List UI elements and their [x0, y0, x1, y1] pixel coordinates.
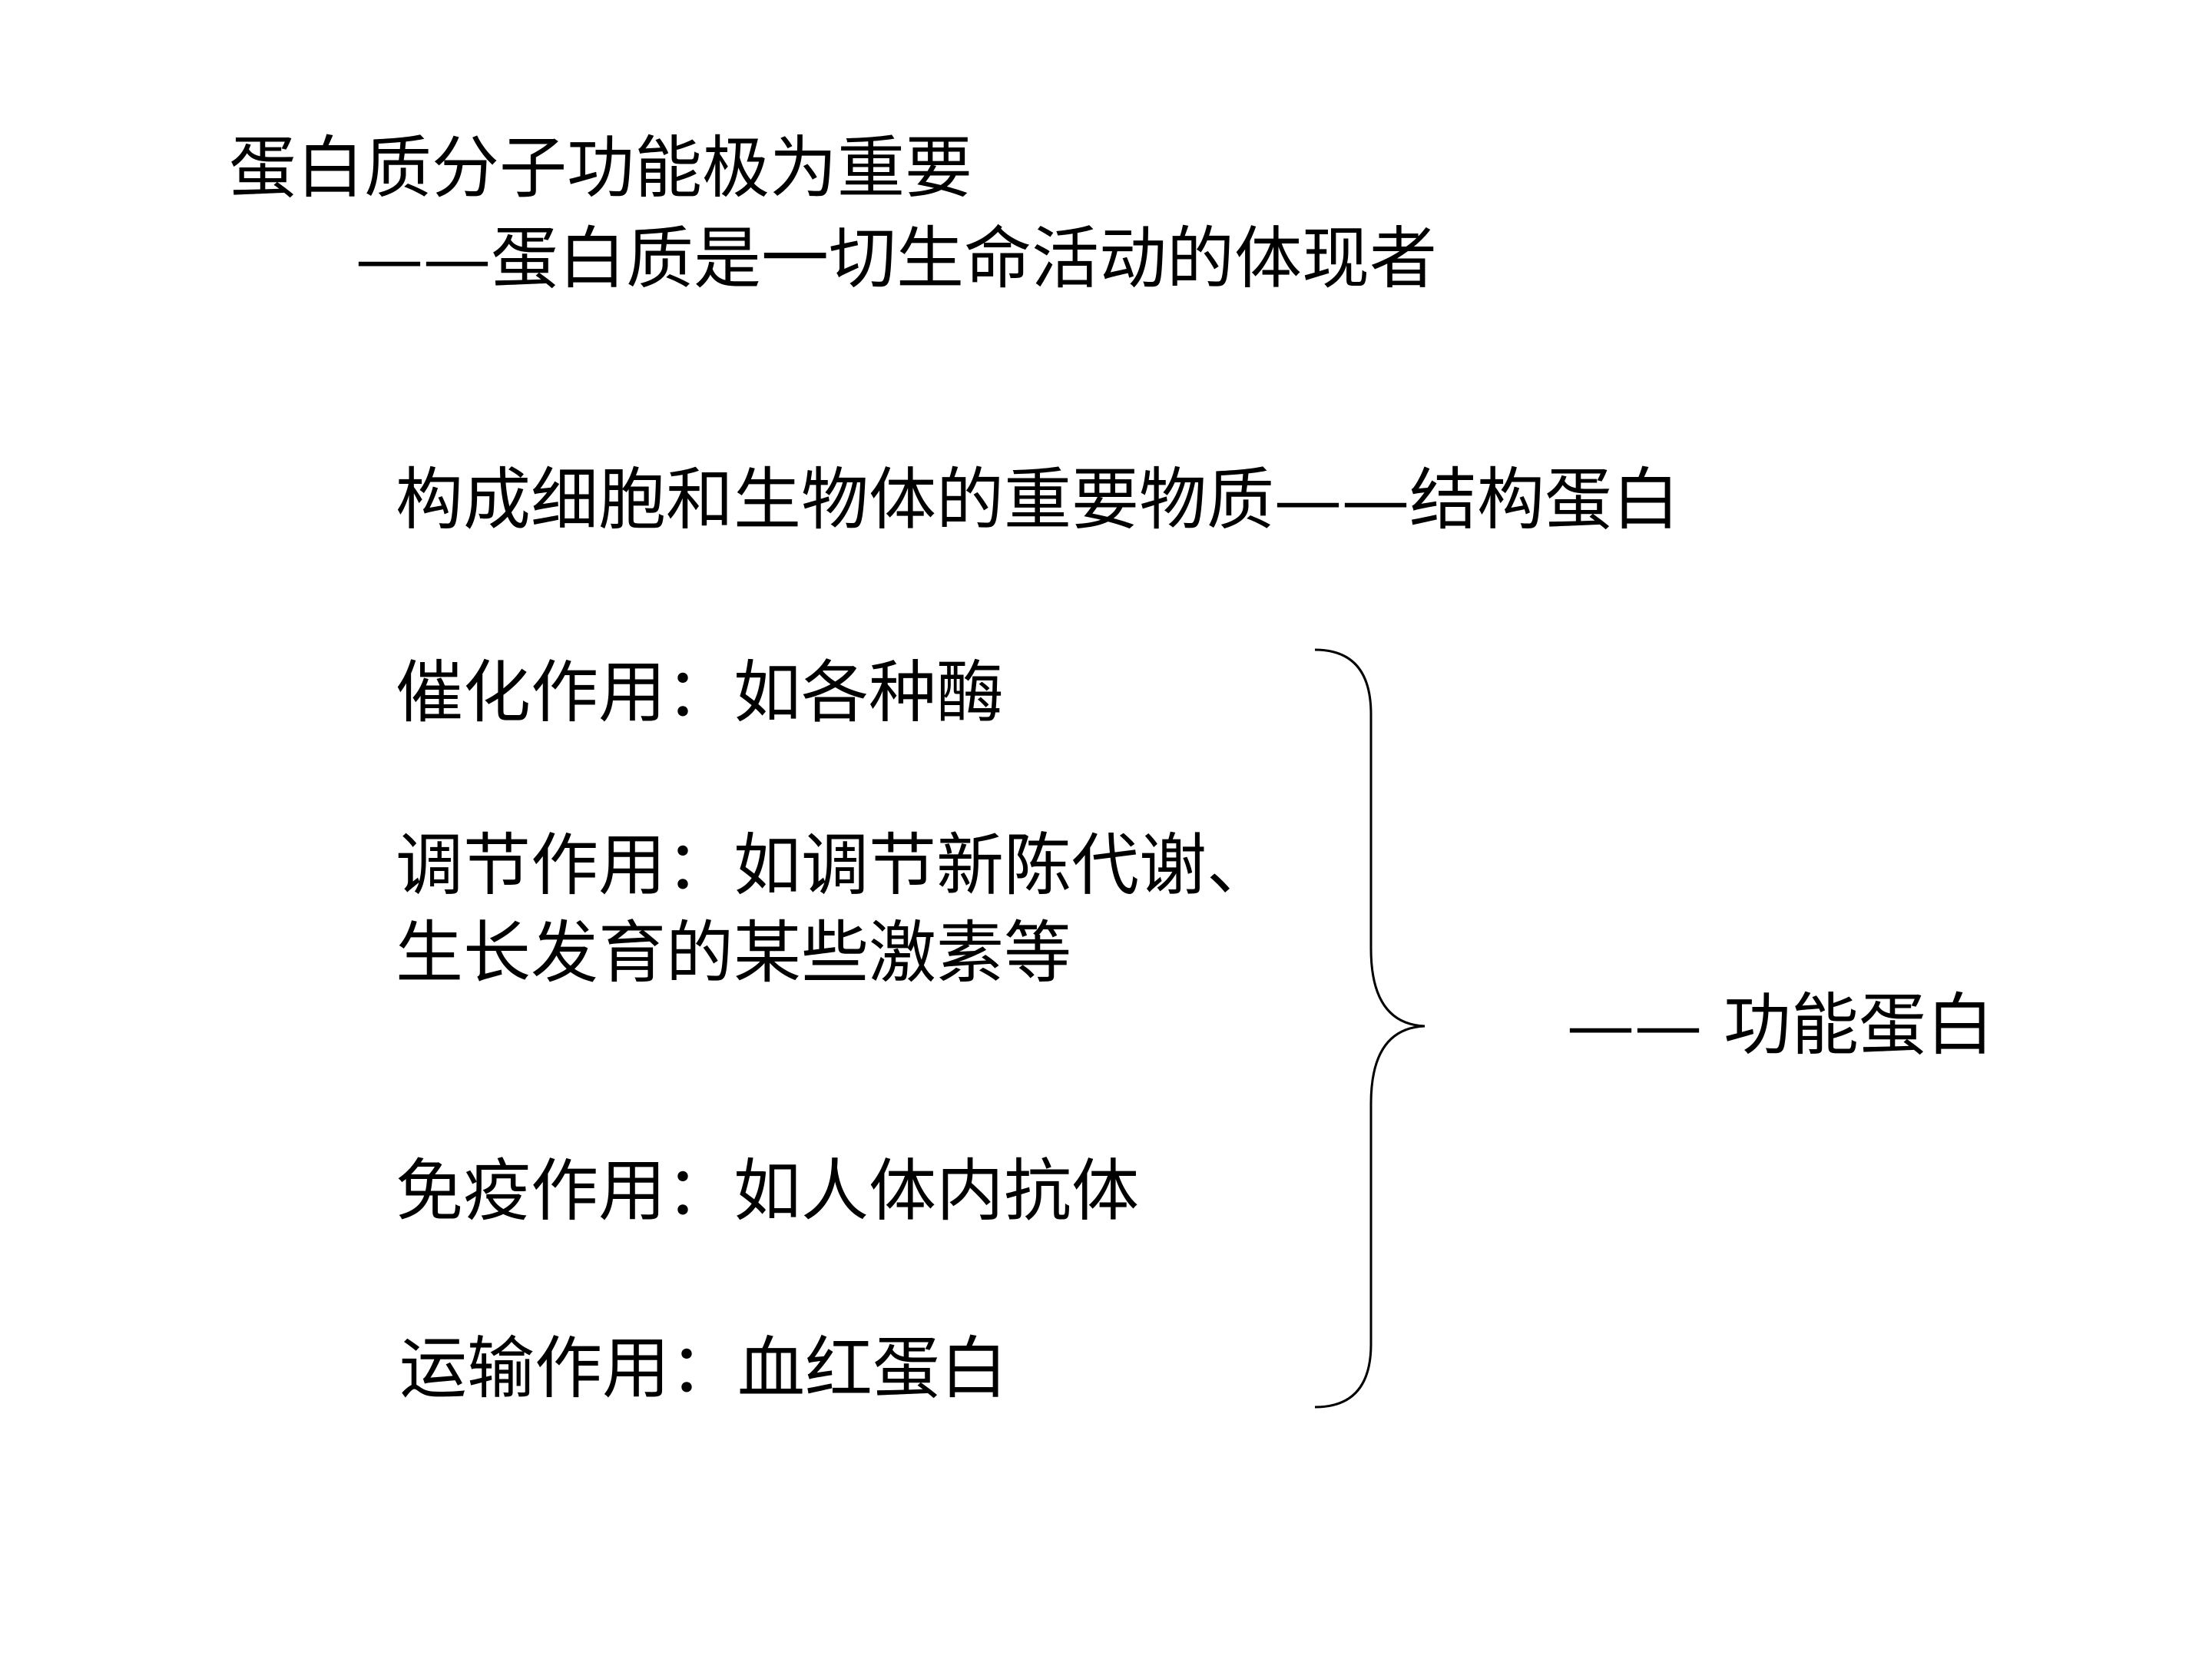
curly-brace-path	[1314, 648, 1426, 1409]
catalysis-item: 催化作用：如各种酶	[396, 653, 1005, 732]
structural-protein-line: 构成细胞和生物体的重要物质——结构蛋白	[396, 460, 1681, 539]
title-main: 蛋白质分子功能极为重要	[229, 128, 973, 207]
functional-protein-label: —— 功能蛋白	[1567, 985, 1994, 1065]
title-subtitle: ——蛋白质是一切生命活动的体现者	[356, 219, 1438, 298]
transport-item: 运输作用：血红蛋白	[399, 1329, 1008, 1408]
regulation-item-line2: 生长发育的某些激素等	[396, 913, 1072, 992]
regulation-item-line1: 调节作用：如调节新陈代谢、	[396, 826, 1275, 905]
immunity-item: 免疫作用：如人体内抗体	[396, 1151, 1140, 1230]
